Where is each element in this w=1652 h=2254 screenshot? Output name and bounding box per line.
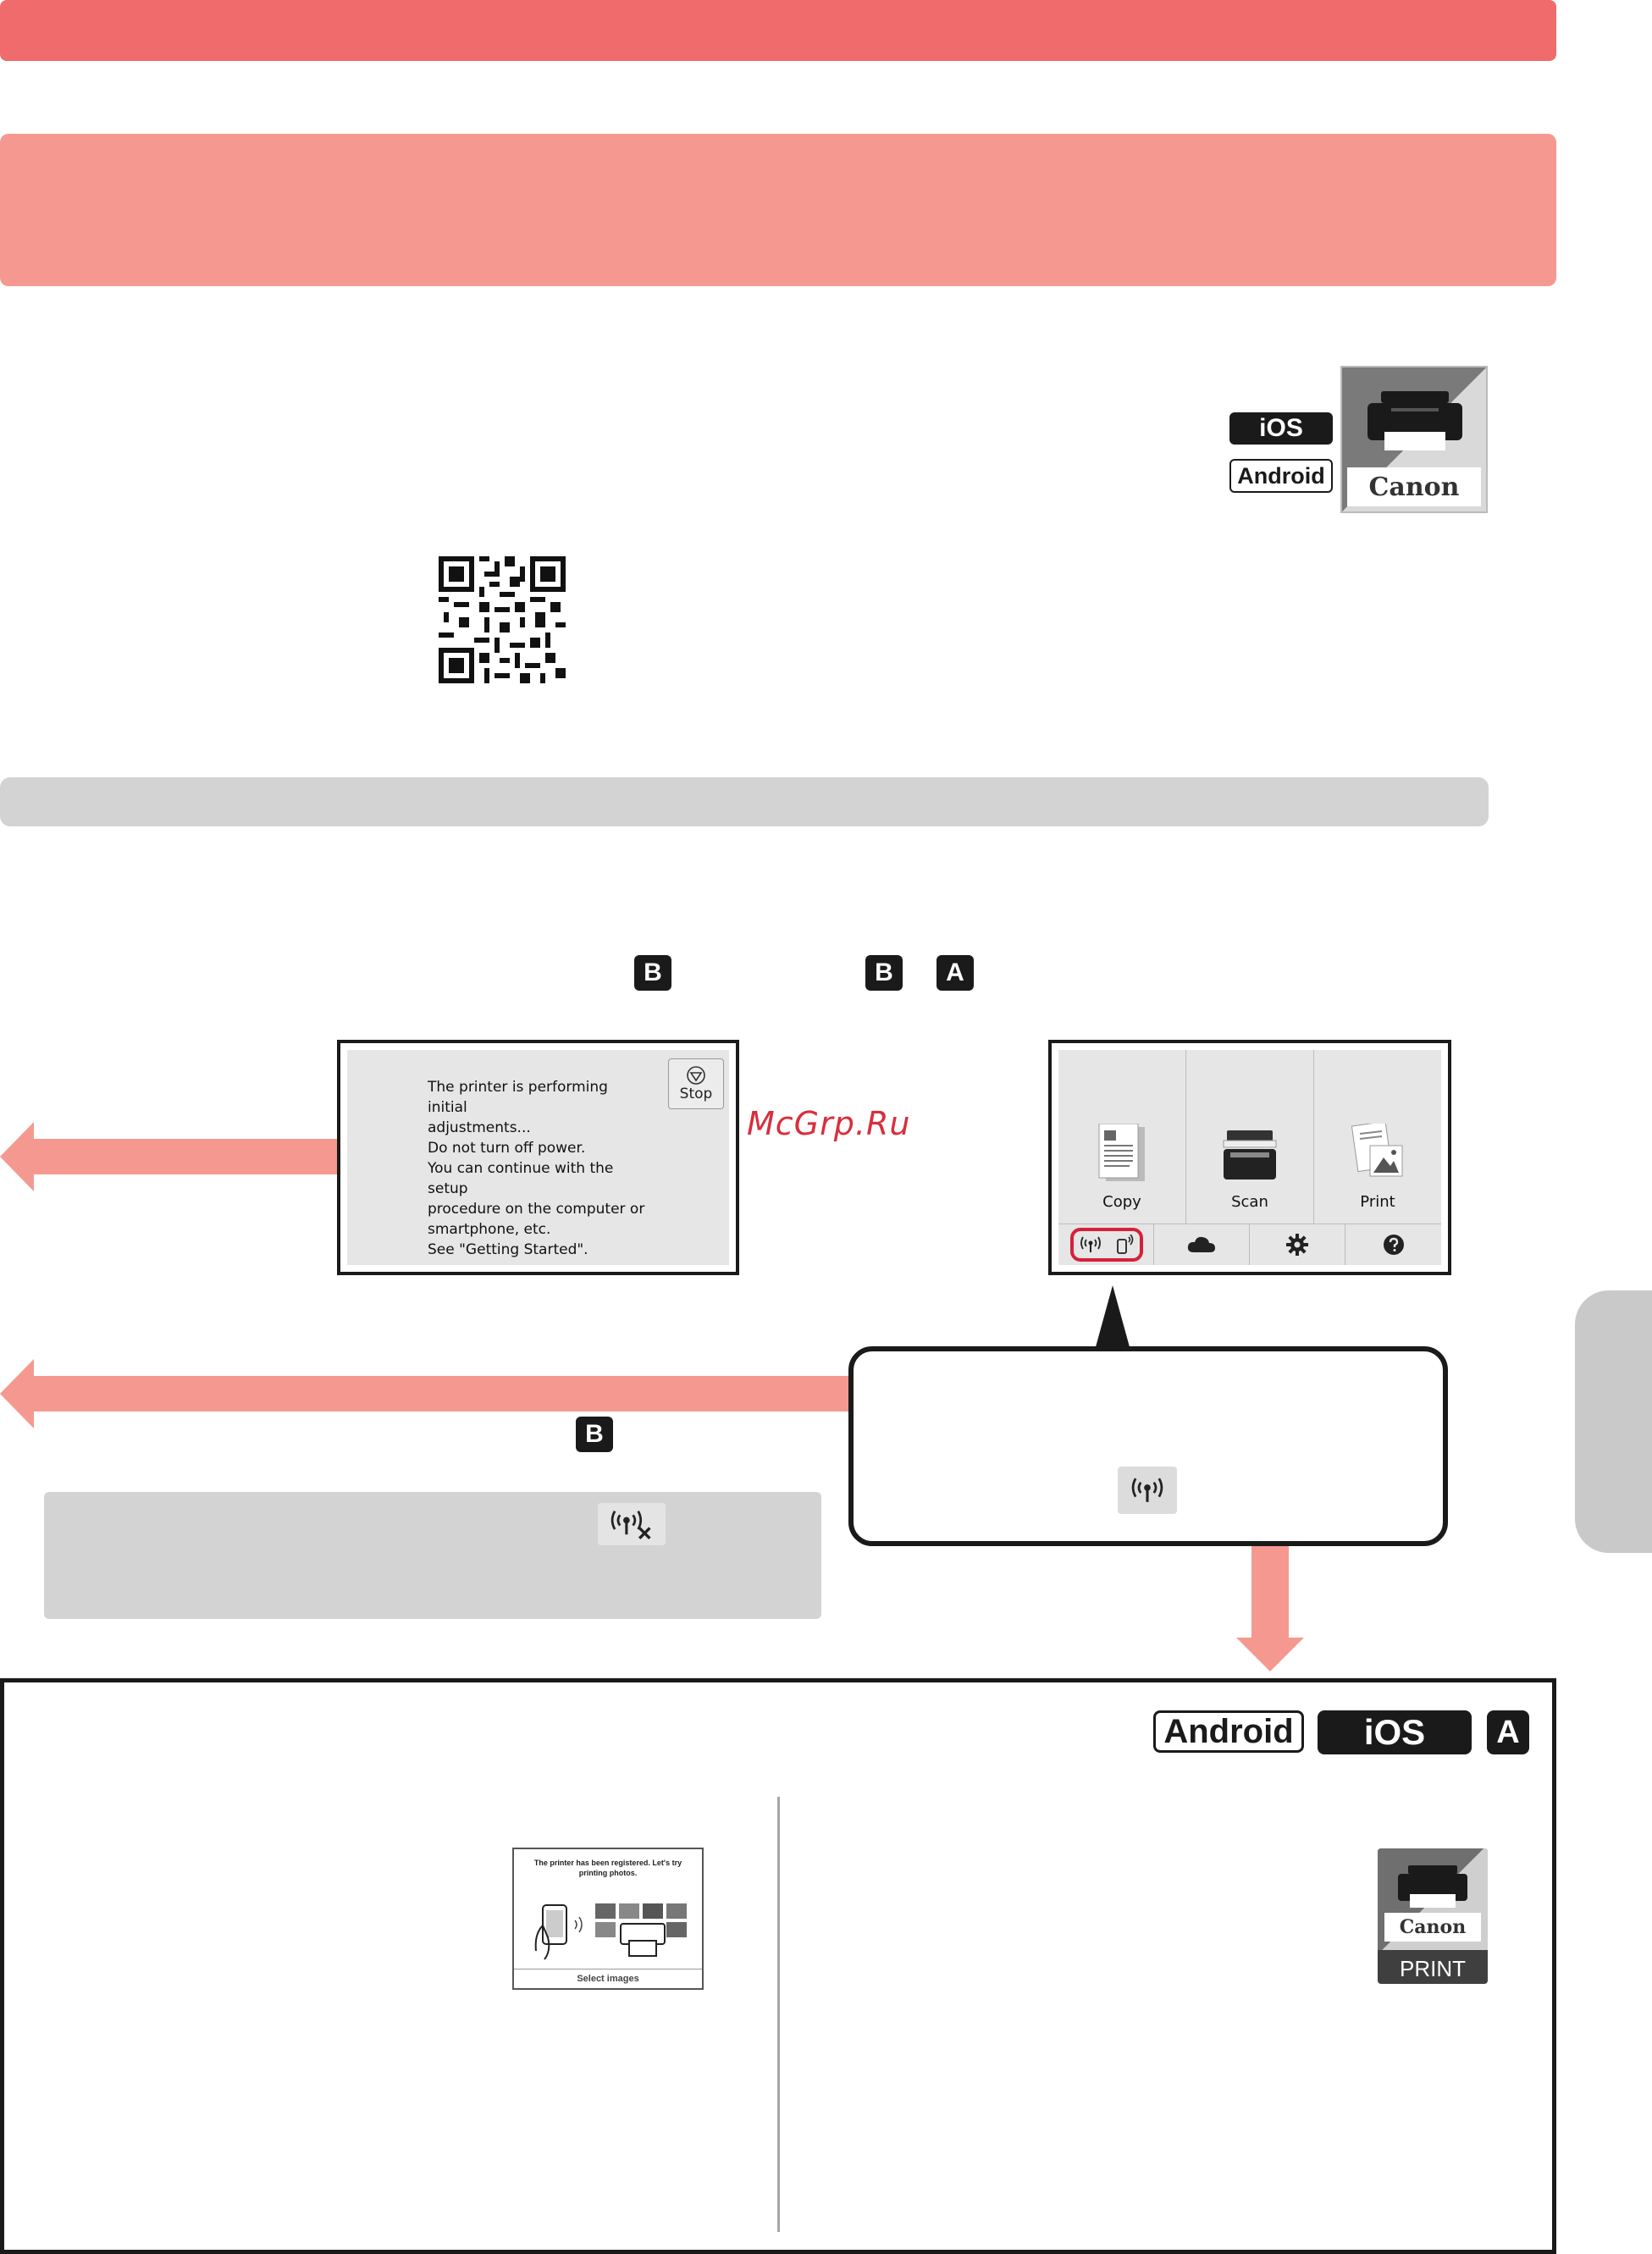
copy-icon xyxy=(1098,1124,1145,1181)
qr-code[interactable] xyxy=(439,556,566,683)
scan-tile[interactable]: Scan xyxy=(1186,1050,1313,1228)
print-photo-icon xyxy=(1351,1124,1403,1177)
stop-button[interactable]: Stop xyxy=(668,1058,724,1109)
registered-phone-screen: The printer has been registered. Let's t… xyxy=(512,1848,704,1990)
language-side-tab xyxy=(1575,1290,1652,1553)
stop-icon xyxy=(687,1066,705,1085)
wireless-direct-phone-icon[interactable] xyxy=(1109,1224,1140,1265)
printer-home-screen: Copy Scan Print xyxy=(1048,1040,1451,1275)
android-badge: Android xyxy=(1229,459,1333,493)
scan-icon xyxy=(1223,1130,1277,1179)
ios-badge: iOS xyxy=(1318,1710,1472,1754)
section-title-band xyxy=(0,134,1556,286)
select-images-button[interactable]: Select images xyxy=(514,1969,702,1988)
letter-b-marker: B xyxy=(865,955,903,991)
copy-tile[interactable]: Copy xyxy=(1058,1050,1185,1228)
arrow-down xyxy=(1236,1546,1304,1671)
canon-logo: Canon xyxy=(1347,467,1481,506)
wifi-icon[interactable] xyxy=(1072,1224,1109,1265)
printer-icon xyxy=(1367,391,1462,450)
canon-print-app-icon[interactable]: Canon PRINT xyxy=(1378,1848,1488,1984)
canon-app-icon[interactable]: Canon xyxy=(1340,366,1488,513)
letter-b-marker: B xyxy=(576,1417,613,1452)
print-tile[interactable]: Print xyxy=(1314,1050,1441,1228)
android-badge: Android xyxy=(1153,1710,1304,1753)
arrow-left-1 xyxy=(0,1122,339,1191)
printer-adjusting-screen: The printer is performing initial adjust… xyxy=(337,1040,739,1275)
cloud-icon[interactable] xyxy=(1154,1224,1249,1265)
highlight-ring xyxy=(1070,1228,1143,1262)
subsection-band xyxy=(0,777,1489,826)
callout-box xyxy=(848,1346,1448,1546)
wifi-icon xyxy=(1118,1467,1177,1514)
adjusting-message: The printer is performing initial adjust… xyxy=(428,1079,645,1258)
canon-logo: Canon xyxy=(1384,1913,1481,1942)
gear-icon[interactable] xyxy=(1250,1224,1345,1265)
callout-pointer xyxy=(1094,1285,1131,1353)
letter-b-marker: B xyxy=(634,955,671,991)
arrow-left-2 xyxy=(0,1359,851,1428)
letter-a-marker: A xyxy=(937,955,974,991)
phone-printer-illustration xyxy=(534,1903,687,1960)
printer-icon xyxy=(1398,1865,1467,1908)
header-band xyxy=(0,0,1556,61)
column-divider xyxy=(777,1797,780,2232)
ios-badge: iOS xyxy=(1229,412,1333,445)
watermark: McGrp.Ru xyxy=(747,1105,911,1142)
letter-a-marker: A xyxy=(1487,1710,1529,1754)
note-box xyxy=(44,1492,821,1619)
print-app-label: PRINT xyxy=(1400,1956,1466,1981)
wifi-disconnected-icon xyxy=(598,1503,666,1545)
help-icon[interactable] xyxy=(1345,1224,1441,1265)
status-bar xyxy=(1058,1224,1441,1265)
